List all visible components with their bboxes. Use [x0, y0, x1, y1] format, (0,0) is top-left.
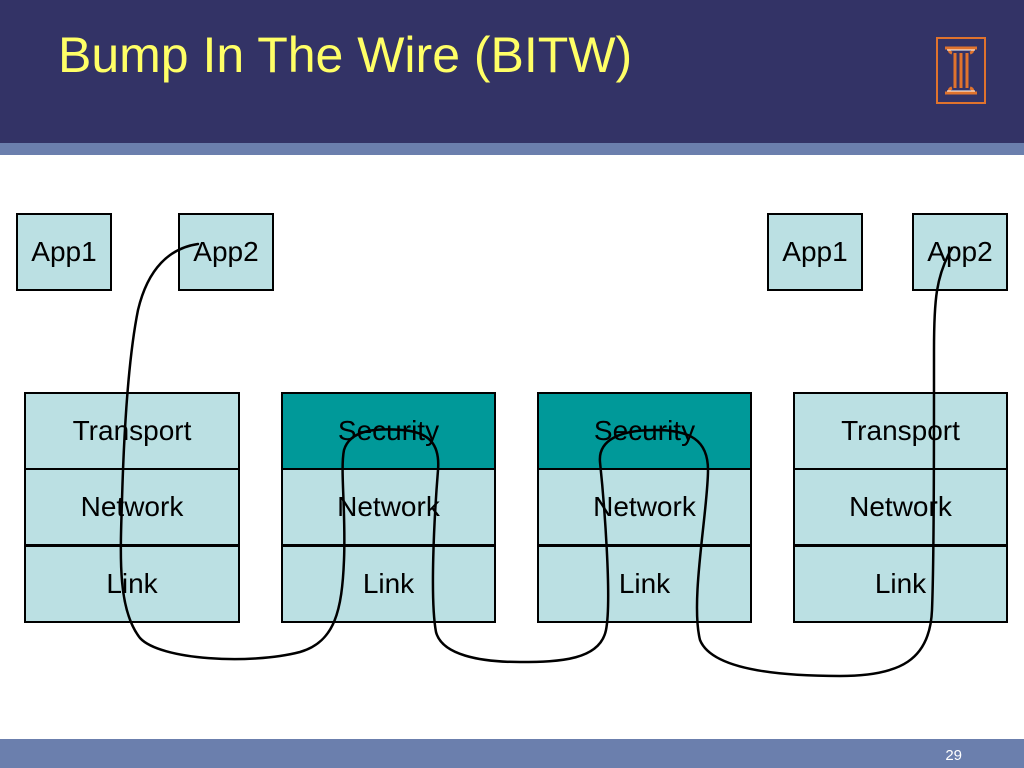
left-app1-label: App1 — [31, 236, 97, 267]
bitw1-security-label: Security — [337, 415, 440, 446]
left-network-layer: Network — [24, 468, 240, 546]
left-link-layer: Link — [24, 545, 240, 623]
bitw2-network-label: Network — [593, 491, 696, 522]
header-stripe — [0, 143, 1024, 155]
left-app2-label: App2 — [193, 236, 259, 267]
right-app1-box: App1 — [767, 213, 863, 291]
page-number: 29 — [945, 747, 962, 764]
left-transport-layer: Transport — [24, 392, 240, 470]
university-i-logo-icon — [936, 37, 986, 104]
bitw1-network-label: Network — [337, 491, 440, 522]
bitw1-network-layer: Network — [281, 468, 496, 546]
right-link-layer: Link — [793, 545, 1008, 623]
right-transport-label: Transport — [841, 415, 960, 446]
bitw1-link-label: Link — [362, 568, 415, 599]
left-app1-box: App1 — [16, 213, 112, 291]
bitw2-security-label: Security — [593, 415, 696, 446]
right-app2-label: App2 — [927, 236, 993, 267]
bitw2-security-layer: Security — [537, 392, 752, 470]
right-app2-box: App2 — [912, 213, 1008, 291]
bitw1-security-layer: Security — [281, 392, 496, 470]
left-link-label: Link — [106, 568, 158, 599]
right-network-layer: Network — [793, 468, 1008, 546]
bitw2-link-layer: Link — [537, 545, 752, 623]
left-app2-box: App2 — [178, 213, 274, 291]
right-network-label: Network — [849, 491, 952, 522]
bitw2-network-layer: Network — [537, 468, 752, 546]
slide-title: Bump In The Wire (BITW) — [58, 27, 633, 83]
right-app1-label: App1 — [782, 236, 848, 267]
right-link-label: Link — [874, 568, 927, 599]
bitw1-link-layer: Link — [281, 545, 496, 623]
left-network-label: Network — [80, 491, 184, 522]
bitw2-link-label: Link — [618, 568, 671, 599]
slide-header: Bump In The Wire (BITW) — [0, 0, 1024, 143]
slide-footer: 29 — [0, 739, 1024, 768]
right-transport-layer: Transport — [793, 392, 1008, 470]
left-transport-label: Transport — [72, 415, 192, 446]
